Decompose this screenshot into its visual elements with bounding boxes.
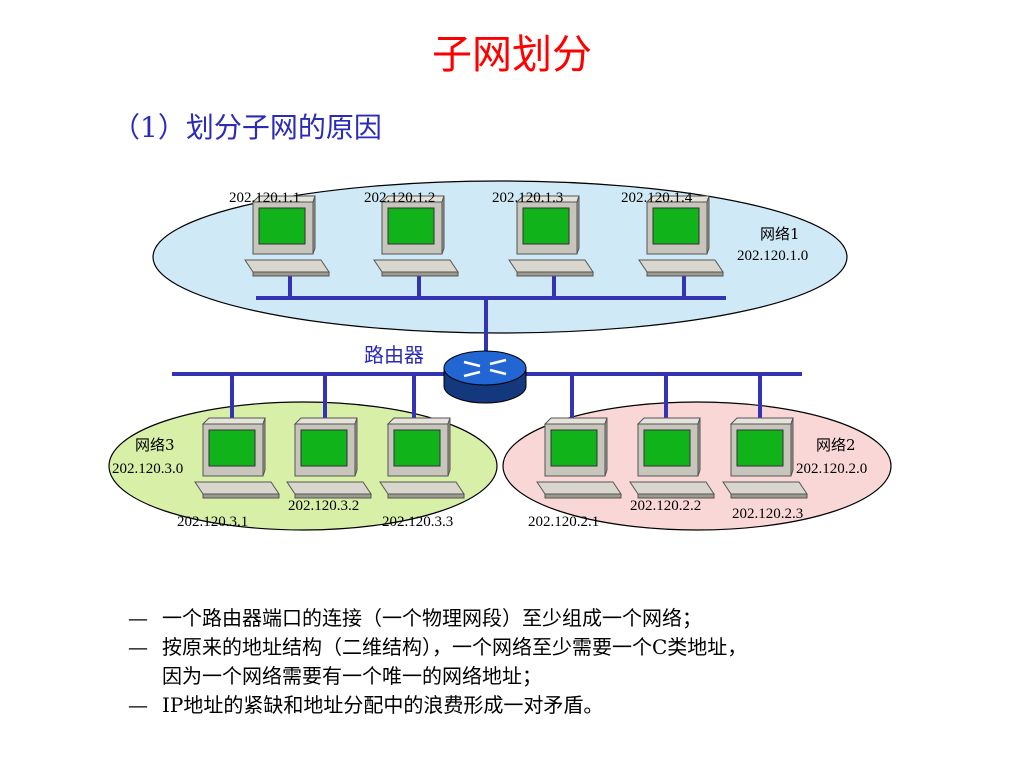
network1-name: 网络1 <box>760 225 800 243</box>
host-address: 202.120.3.1 <box>177 514 248 530</box>
bullet-text: 因为一个网络需要有一个唯一的网络地址； <box>162 664 542 688</box>
host-address: 202.120.2.3 <box>732 506 803 522</box>
bullet-text: 一个路由器端口的连接（一个物理网段）至少组成一个网络； <box>162 606 702 630</box>
bullet-dash: — <box>128 635 148 659</box>
bullet-item: — 按原来的地址结构（二维结构），一个网络至少需要一个C类地址， <box>128 633 747 662</box>
bullet-text: 按原来的地址结构（二维结构），一个网络至少需要一个C类地址， <box>162 635 748 659</box>
page-title: 子网划分 <box>432 32 592 78</box>
bullet-list: — 一个路由器端口的连接（一个物理网段）至少组成一个网络； — 按原来的地址结构（二… <box>128 604 747 720</box>
bullet-dash: — <box>128 693 148 717</box>
network2-address: 202.120.2.0 <box>796 461 867 477</box>
host-address: 202.120.3.3 <box>382 514 453 530</box>
network3-address: 202.120.3.0 <box>112 461 183 477</box>
network3-name: 网络3 <box>135 436 175 454</box>
bullet-dash: — <box>128 606 148 630</box>
host-address: 202.120.1.4 <box>621 190 693 206</box>
host-address: 202.120.2.1 <box>528 514 599 530</box>
router-label: 路由器 <box>364 343 424 367</box>
network1-address: 202.120.1.0 <box>737 248 808 264</box>
host-address: 202.120.2.2 <box>630 498 701 514</box>
network2-name: 网络2 <box>816 436 856 454</box>
bullet-item: — 一个路由器端口的连接（一个物理网段）至少组成一个网络； <box>128 604 747 633</box>
bullet-item: — IP地址的紧缺和地址分配中的浪费形成一对矛盾。 <box>128 691 747 720</box>
host-address: 202.120.1.2 <box>364 190 435 206</box>
bullet-text: IP地址的紧缺和地址分配中的浪费形成一对矛盾。 <box>162 693 604 717</box>
bullet-continuation: 因为一个网络需要有一个唯一的网络地址； <box>128 662 747 691</box>
host-address: 202.120.3.2 <box>288 498 359 514</box>
router-icon <box>443 350 527 404</box>
network-diagram: 路由器 202.120.1.1 202.120.1.2 202.120.1.3 … <box>108 180 892 531</box>
section-subtitle: （1）划分子网的原因 <box>112 111 382 144</box>
host-address: 202.120.1.3 <box>492 190 563 206</box>
host-address: 202.120.1.1 <box>229 190 300 206</box>
